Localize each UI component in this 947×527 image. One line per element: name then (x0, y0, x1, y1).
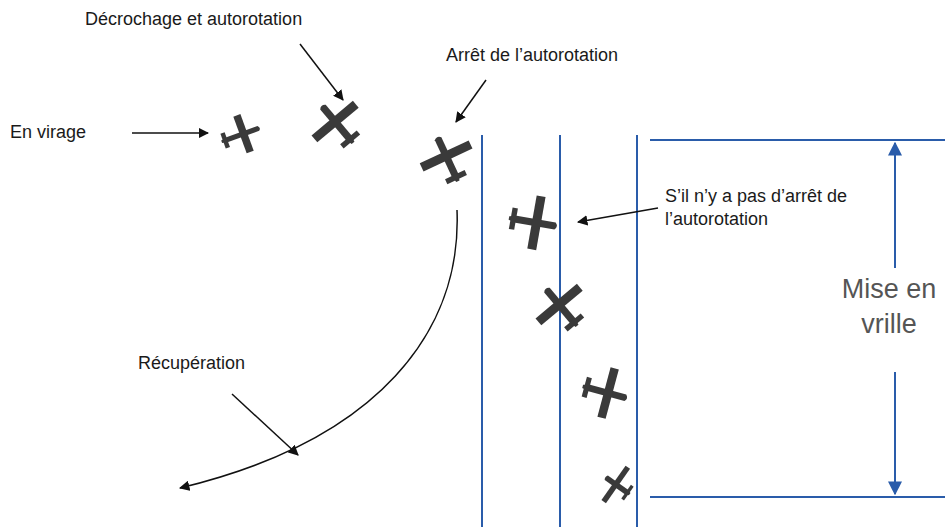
callout-label: Récupération (138, 352, 245, 375)
callout-label: Décrochage et autorotation (85, 8, 302, 31)
dimension-label: Mise en vrille (835, 272, 943, 342)
callout-label: S’il n’y a pas d’arrêt de l’autorotation (665, 185, 870, 230)
dimension-arrow (894, 143, 896, 268)
callout-label: En virage (10, 121, 86, 144)
leader-arrows (132, 44, 658, 455)
callout-label: Arrêt de l’autorotation (446, 44, 618, 67)
airplane-silhouettes (215, 88, 642, 511)
spin-axis-lines (482, 135, 945, 527)
dimension-arrow (894, 372, 896, 494)
recovery-path (180, 210, 457, 488)
